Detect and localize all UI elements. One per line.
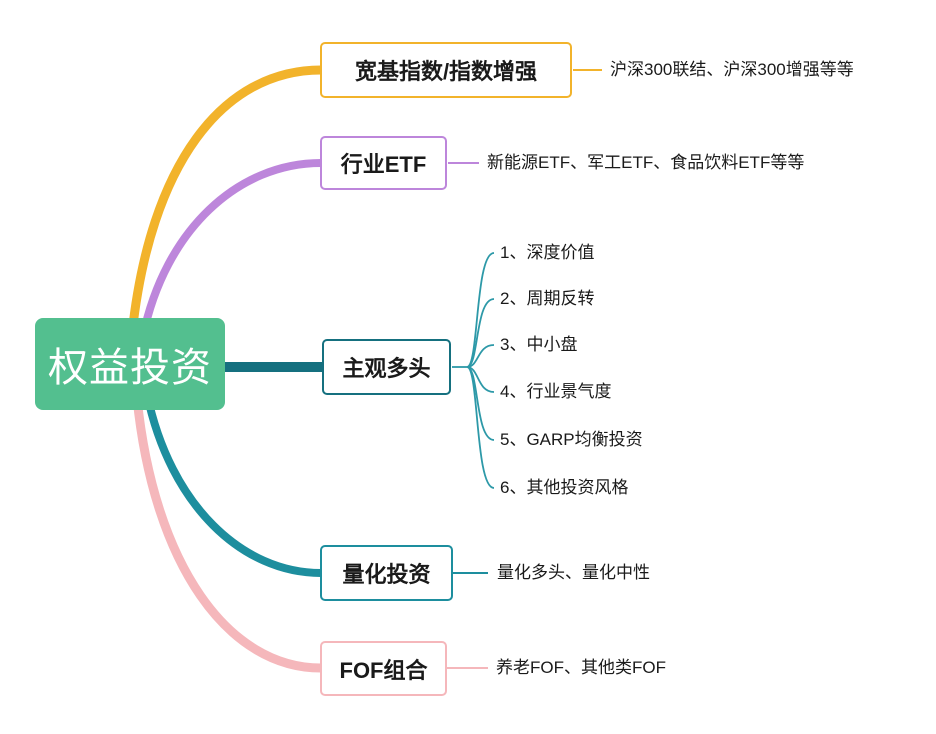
branch-curve-industry-etf bbox=[139, 159, 325, 340]
child-line-1 bbox=[466, 252, 495, 368]
child-line-5 bbox=[466, 366, 495, 441]
leaf-subjective-5[interactable]: 5、GARP均衡投资 bbox=[500, 430, 643, 449]
branch-curve-fof bbox=[132, 393, 326, 673]
leaf-subjective-3[interactable]: 3、中小盘 bbox=[500, 335, 578, 354]
child-line-2 bbox=[466, 298, 495, 368]
child-line-3 bbox=[466, 344, 495, 368]
node-broad-index[interactable]: 宽基指数/指数增强 bbox=[320, 42, 572, 98]
leaf-subjective-1[interactable]: 1、深度价值 bbox=[500, 243, 595, 262]
node-fof-label: FOF组合 bbox=[339, 657, 428, 683]
branch-curve-broad-index bbox=[127, 65, 326, 339]
branch-curve-quant bbox=[143, 390, 325, 577]
child-line-6 bbox=[466, 366, 495, 489]
node-subjective-long[interactable]: 主观多头 bbox=[322, 339, 451, 395]
node-fof[interactable]: FOF组合 bbox=[320, 641, 447, 696]
node-quant[interactable]: 量化投资 bbox=[320, 545, 453, 601]
root-node-equity-investment[interactable]: 权益投资 bbox=[35, 318, 225, 410]
leaf-industry-etf[interactable]: 新能源ETF、军工ETF、食品饮料ETF等等 bbox=[487, 153, 805, 172]
leaf-subjective-4[interactable]: 4、行业景气度 bbox=[500, 382, 612, 401]
leaf-broad-index[interactable]: 沪深300联结、沪深300增强等等 bbox=[610, 60, 854, 79]
leaf-subjective-6[interactable]: 6、其他投资风格 bbox=[500, 478, 629, 497]
leaf-subjective-2[interactable]: 2、周期反转 bbox=[500, 289, 595, 308]
node-subjective-long-label: 主观多头 bbox=[342, 356, 431, 381]
node-quant-label: 量化投资 bbox=[342, 562, 431, 587]
root-node-label: 权益投资 bbox=[48, 346, 212, 390]
node-industry-etf[interactable]: 行业ETF bbox=[320, 136, 447, 190]
leaf-quant[interactable]: 量化多头、量化中性 bbox=[497, 563, 650, 582]
node-broad-index-label: 宽基指数/指数增强 bbox=[354, 59, 538, 84]
leaf-fof[interactable]: 养老FOF、其他类FOF bbox=[496, 658, 666, 677]
node-industry-etf-label: 行业ETF bbox=[340, 152, 427, 177]
